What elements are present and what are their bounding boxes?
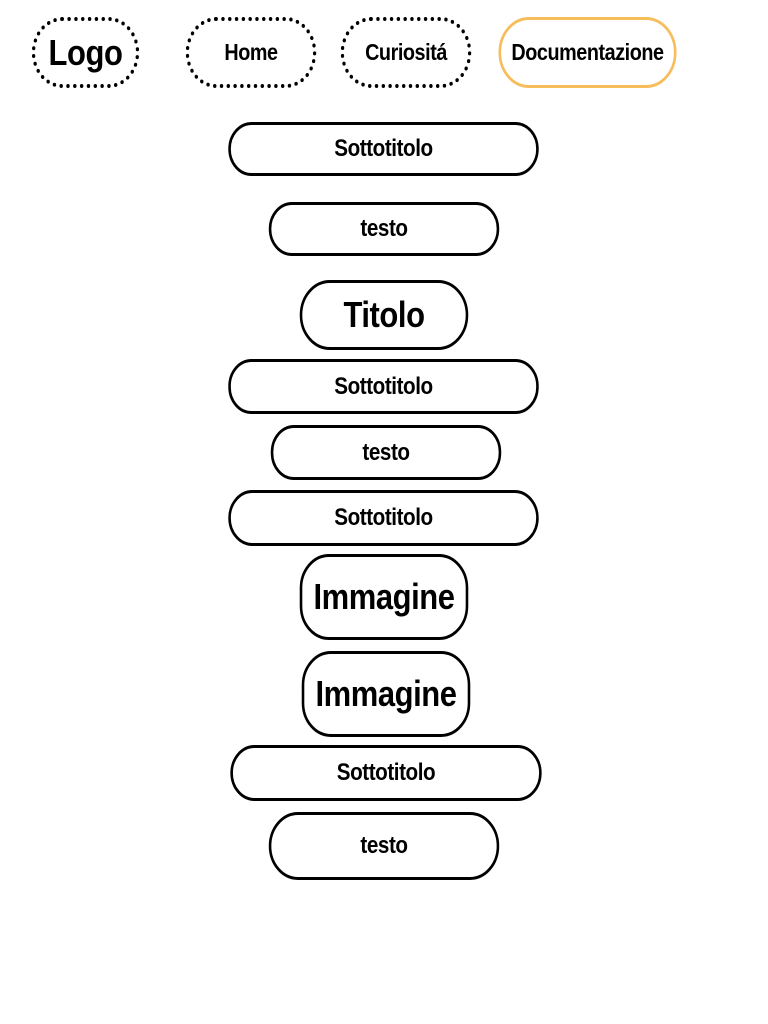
nav-home-button[interactable]: Home — [185, 17, 317, 88]
nav-curiosita-label: Curiositá — [365, 39, 447, 65]
title-text: Titolo — [343, 294, 425, 335]
image-placeholder: Immagine — [301, 651, 471, 737]
subtitle-text: Sottotitolo — [334, 504, 433, 531]
nav-documentazione-label: Documentazione — [511, 39, 664, 65]
nav-curiosita-button[interactable]: Curiositá — [340, 17, 472, 88]
image-label: Immagine — [315, 673, 457, 714]
logo-label: Logo — [48, 31, 123, 73]
image-placeholder: Immagine — [299, 554, 469, 640]
body-text: testo — [362, 438, 410, 466]
logo[interactable]: Logo — [31, 17, 140, 88]
text-block: testo — [270, 425, 502, 480]
body-text: testo — [360, 215, 408, 242]
subtitle-block: Sottotitolo — [230, 745, 542, 801]
text-block: testo — [268, 812, 500, 880]
title-block: Titolo — [299, 280, 469, 350]
text-block: testo — [268, 202, 500, 256]
subtitle-text: Sottotitolo — [334, 372, 433, 400]
subtitle-text: Sottotitolo — [334, 135, 433, 162]
subtitle-block: Sottotitolo — [228, 359, 539, 414]
image-label: Immagine — [313, 576, 455, 617]
nav-documentazione-button[interactable]: Documentazione — [498, 17, 677, 88]
body-text: testo — [360, 832, 408, 859]
subtitle-block: Sottotitolo — [228, 490, 539, 546]
subtitle-block: Sottotitolo — [228, 122, 539, 176]
subtitle-text: Sottotitolo — [336, 759, 436, 786]
nav-home-label: Home — [224, 39, 278, 65]
